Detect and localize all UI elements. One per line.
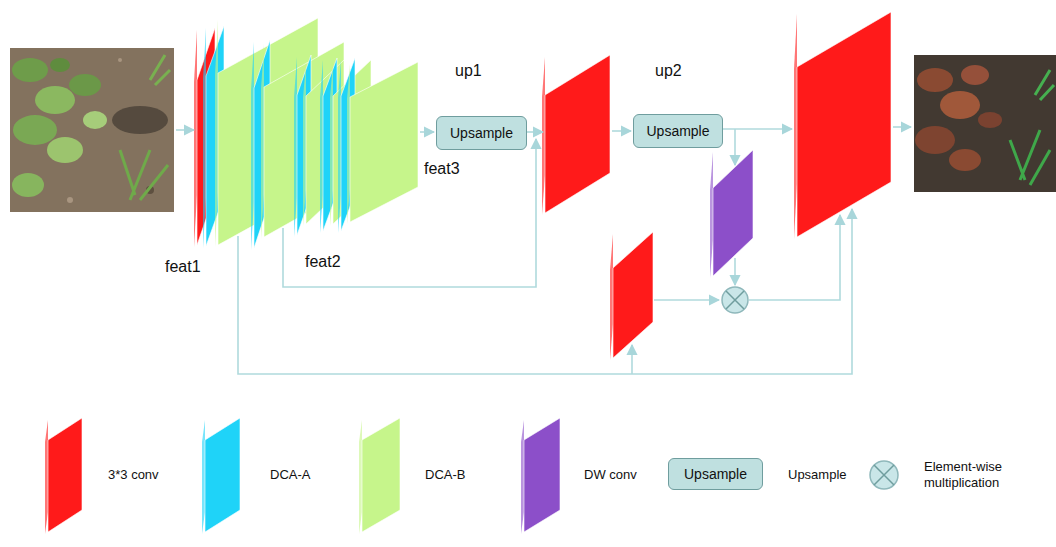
legend-layer [205,418,240,532]
feature-label: feat1 [165,258,201,276]
conv-layer [613,232,653,358]
box-text: Upsample [678,466,753,482]
upsample-box: Upsample [436,116,527,150]
legend-text: Element-wise multiplication [924,459,1018,492]
legend-swatch [519,410,579,540]
feature-label: feat3 [424,160,460,178]
stage-label: up2 [655,62,682,80]
dca-b-layer [264,42,344,237]
legend-text: DCA-B [425,467,465,483]
wires [176,127,911,374]
multiply-symbol [722,287,748,313]
legend-swatch [200,410,260,540]
legend-layer [524,418,560,532]
legend-text: DW conv [584,467,637,483]
legend-swatch [43,410,103,540]
legend-text: DCA-A [270,467,310,483]
input-photo [10,48,174,212]
box-text: Upsample [640,123,715,139]
conv-layer [797,12,891,237]
legend-multiply-symbol [870,461,898,489]
feature-label: feat2 [305,253,341,271]
legend-layer [362,418,400,532]
upsample-box: Upsample [668,458,763,490]
output-photo [914,55,1056,192]
legend-layer [48,418,82,532]
box-text: Upsample [444,125,519,141]
legend-text: Upsample [788,467,847,483]
dca-b-layer [350,62,418,222]
legend-swatch [357,410,417,540]
stage-label: up1 [455,62,482,80]
conv-layer [545,55,610,213]
legend-text: 3*3 conv [108,467,159,483]
dw-conv-layer [713,150,753,276]
upsample-box: Upsample [633,114,723,148]
